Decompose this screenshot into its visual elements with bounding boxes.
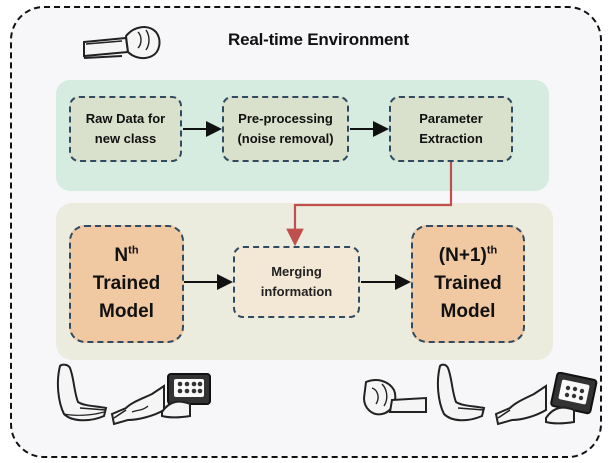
merging-line1: Merging (271, 264, 322, 279)
remote-control-hand-icon-right (545, 372, 598, 425)
open-hand-icon-right (436, 363, 486, 422)
arrow-extraction-to-merging (286, 160, 453, 247)
fist-gesture-icon-right (362, 379, 427, 416)
merging-line2: information (260, 284, 333, 299)
nth-trained-model-box: Nth Trained Model (69, 225, 184, 343)
preprocessing-line1: Pre-processing (238, 111, 333, 126)
pointing-hand-icon (110, 384, 165, 426)
preprocessing-box: Pre-processing (noise removal) (222, 96, 349, 162)
n1th-model-line1: (N+1)th (434, 242, 502, 270)
raw-data-box: Raw Data for new class (69, 96, 182, 162)
nth-model-line3: Model (99, 301, 154, 322)
parameter-extraction-line2: Extraction (419, 131, 483, 146)
raw-data-line1: Raw Data for (85, 111, 166, 126)
diagram-title: Real-time Environment (228, 30, 409, 49)
nth-model-line1: Nth (93, 242, 161, 270)
pointing-hand-icon-right (494, 384, 547, 426)
merging-information-box: Merging information (233, 246, 360, 318)
open-hand-icon (56, 363, 108, 422)
nth-model-base: N (114, 245, 129, 266)
n1th-model-line2: Trained (434, 273, 502, 294)
remote-control-hand-icon (161, 373, 211, 419)
preprocessing-line2: (noise removal) (237, 131, 334, 146)
parameter-extraction-box: Parameter Extraction (389, 96, 513, 162)
n1th-trained-model-box: (N+1)th Trained Model (411, 225, 525, 343)
n1th-model-base: (N+1) (438, 245, 487, 266)
n1th-model-sup: th (486, 244, 498, 257)
fist-gesture-icon (83, 26, 161, 60)
n1th-model-line3: Model (440, 301, 496, 322)
nth-model-line2: Trained (92, 273, 161, 294)
raw-data-line2: new class (94, 131, 157, 146)
nth-model-sup: th (128, 244, 139, 257)
parameter-extraction-line1: Parameter (419, 111, 483, 126)
